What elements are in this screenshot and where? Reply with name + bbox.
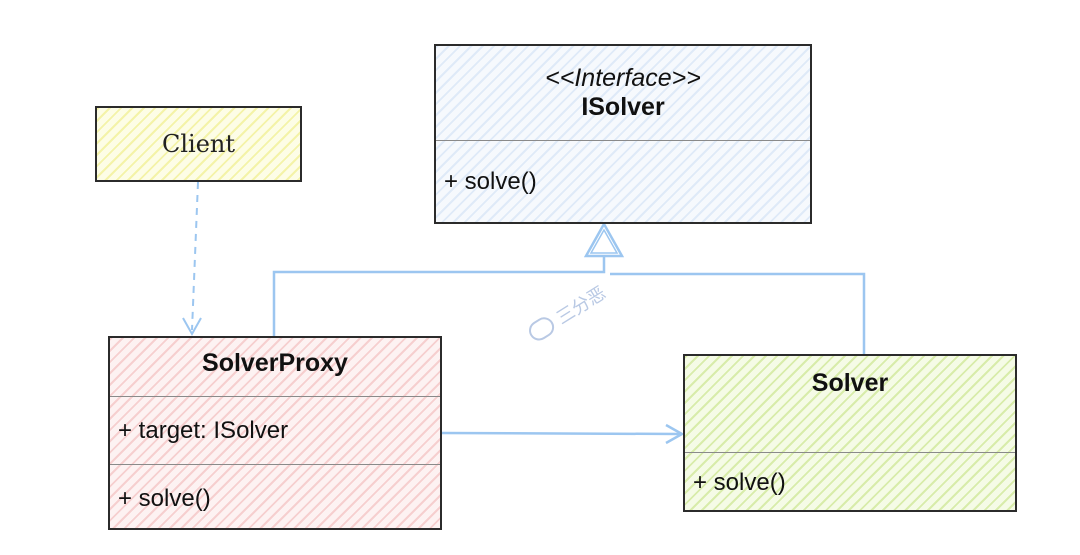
solver-proxy-class: SolverProxy + target: ISolver + solve()	[108, 336, 442, 530]
interface-header: <<Interface>> ISolver	[436, 46, 810, 140]
proxy-field: + target: ISolver	[110, 396, 440, 464]
association-arrowhead	[665, 423, 685, 445]
solver-method: + solve()	[685, 452, 1015, 512]
proxy-realization-line	[272, 256, 606, 336]
interface-stereotype: <<Interface>>	[545, 64, 701, 92]
solver-name: Solver	[811, 369, 889, 397]
realization-triangle	[583, 221, 625, 258]
dependency-arrowhead	[182, 317, 202, 337]
interface-method: + solve()	[436, 140, 810, 222]
client-proxy-dependency	[191, 181, 199, 331]
client-box: Client	[95, 106, 302, 182]
proxy-solver-association	[441, 431, 681, 436]
realization-triangle-sketch	[589, 228, 619, 254]
proxy-name: SolverProxy	[202, 349, 348, 377]
interface-isolver: <<Interface>> ISolver + solve()	[434, 44, 812, 224]
client-name: Client	[161, 130, 236, 158]
proxy-method: + solve()	[110, 464, 440, 532]
solver-class: Solver + solve()	[683, 354, 1017, 512]
solver-realization-line	[610, 272, 866, 354]
interface-name: ISolver	[581, 93, 665, 121]
